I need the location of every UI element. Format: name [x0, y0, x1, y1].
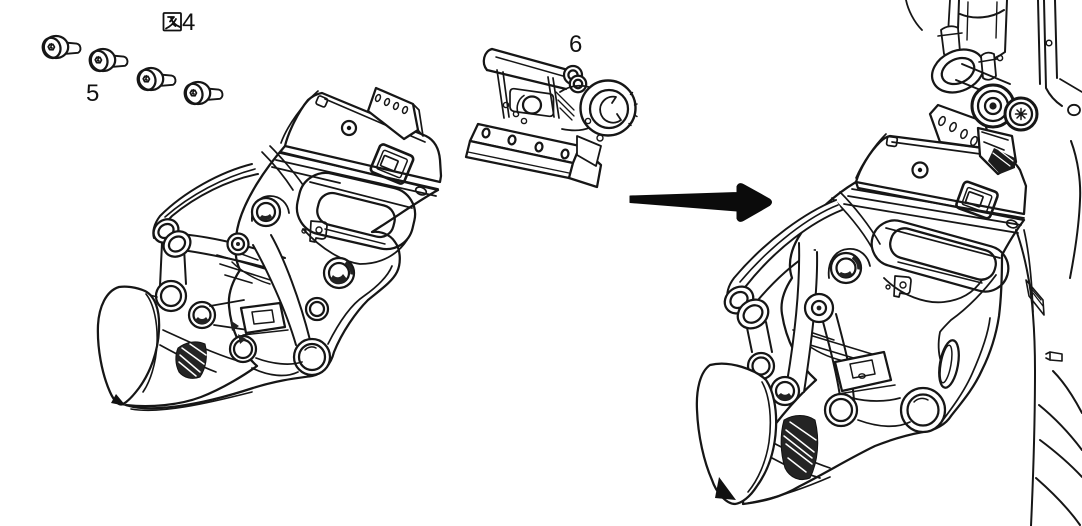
svg-text:4: 4 — [182, 9, 195, 36]
svg-text:5: 5 — [86, 80, 99, 107]
svg-text:6: 6 — [569, 31, 582, 58]
